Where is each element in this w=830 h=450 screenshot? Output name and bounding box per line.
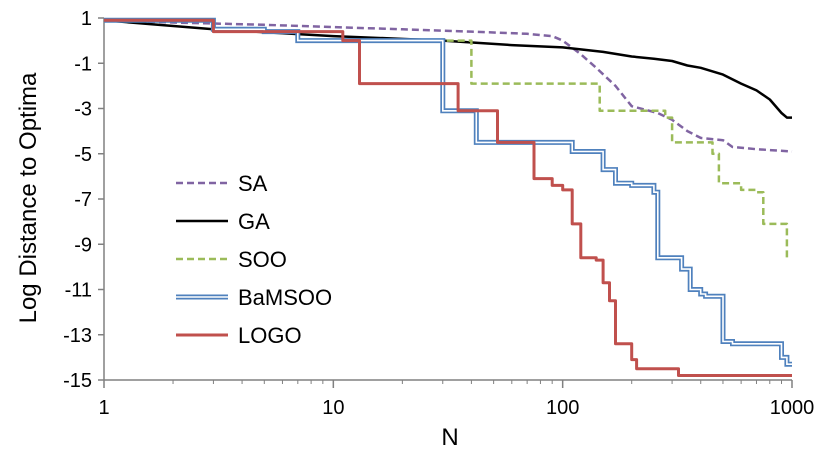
x-tick-label: 100: [546, 397, 579, 419]
y-tick-label: -7: [74, 189, 92, 211]
legend-item-bamsoo: BaMSOO: [176, 285, 332, 310]
legend-label: LOGO: [238, 323, 302, 348]
series-line-bamsoo-inner: [104, 19, 792, 365]
y-axis: 1 -1 -3 -5 -7 -9 -11 -13 -15: [63, 8, 105, 392]
x-tick-label: 1000: [770, 397, 815, 419]
legend-item-soo: SOO: [176, 247, 287, 272]
legend-label: GA: [238, 209, 270, 234]
x-axis: 1 10 100 1000: [98, 379, 815, 419]
series-layer: [103, 17, 793, 377]
x-tick-label: 1: [98, 397, 109, 419]
y-tick-label: -9: [74, 234, 92, 256]
y-tick-label: -11: [65, 280, 92, 302]
series-line-logo: [104, 18, 792, 377]
x-tick-label: 10: [322, 397, 344, 419]
series-line-soo: [104, 19, 790, 261]
y-axis-title: Log Distance to Optima: [15, 72, 42, 323]
y-tick-label: 1: [81, 8, 92, 30]
y-tick-label: -1: [74, 53, 92, 75]
legend-label: SOO: [238, 247, 287, 272]
legend-label: SA: [238, 171, 268, 196]
legend-item-logo: LOGO: [176, 323, 302, 348]
series-line-ga: [103, 19, 792, 119]
legend-label: BaMSOO: [238, 285, 332, 310]
x-axis-title: N: [441, 424, 458, 450]
legend-item-ga: GA: [176, 209, 270, 234]
y-tick-label: -15: [63, 370, 92, 392]
y-tick-label: -3: [74, 99, 92, 121]
y-tick-label: -5: [74, 144, 92, 166]
y-tick-label: -13: [63, 325, 92, 347]
legend: SA GA SOO BaMSOO LOGO: [176, 171, 332, 348]
legend-item-sa: SA: [176, 171, 268, 196]
series-line-bamsoo: [104, 17, 792, 367]
